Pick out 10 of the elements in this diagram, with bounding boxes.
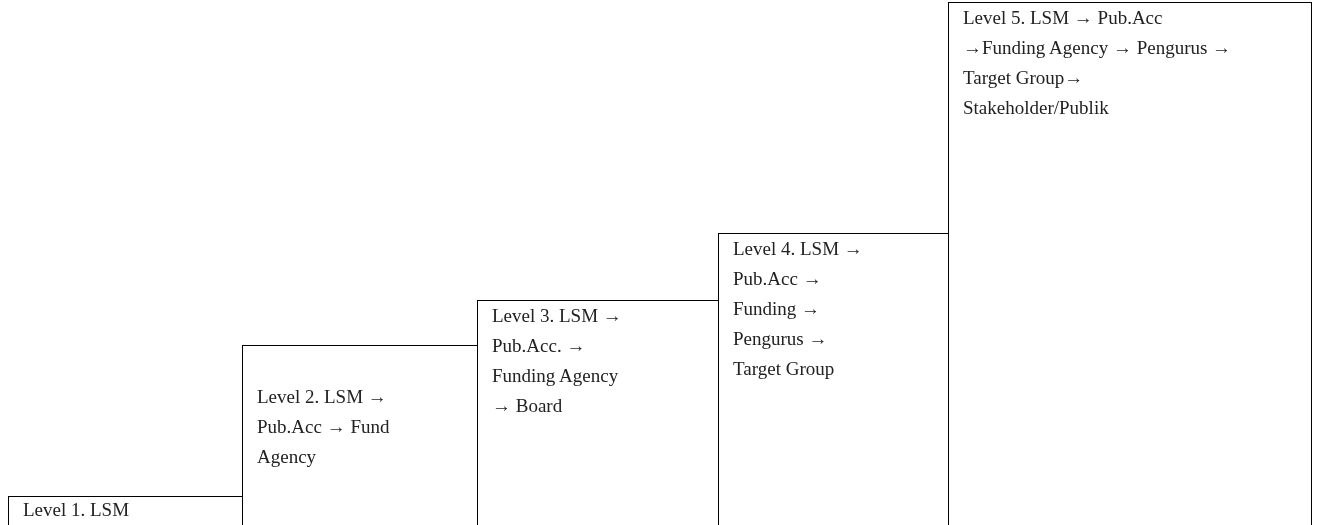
level-text: Level 2. LSM → Pub.Acc → Fund Agency: [256, 385, 391, 469]
level-box: [8, 496, 244, 525]
level-text: Level 5. LSM → Pub.Acc →Funding Agency → Pengurus → Target Group→ Stakeholder/Publik: [962, 6, 1233, 120]
level-box: [477, 300, 720, 525]
level-box: [718, 233, 950, 525]
level-box: [948, 2, 1312, 525]
level-text: Level 3. LSM → Pub.Acc. → Funding Agency → Board: [491, 304, 623, 418]
level-text: Level 4. LSM → Pub.Acc → Funding → Pengurus → Target Group: [732, 237, 864, 381]
level-text: Level 1. LSM: [22, 498, 131, 522]
level-box: [242, 345, 479, 525]
